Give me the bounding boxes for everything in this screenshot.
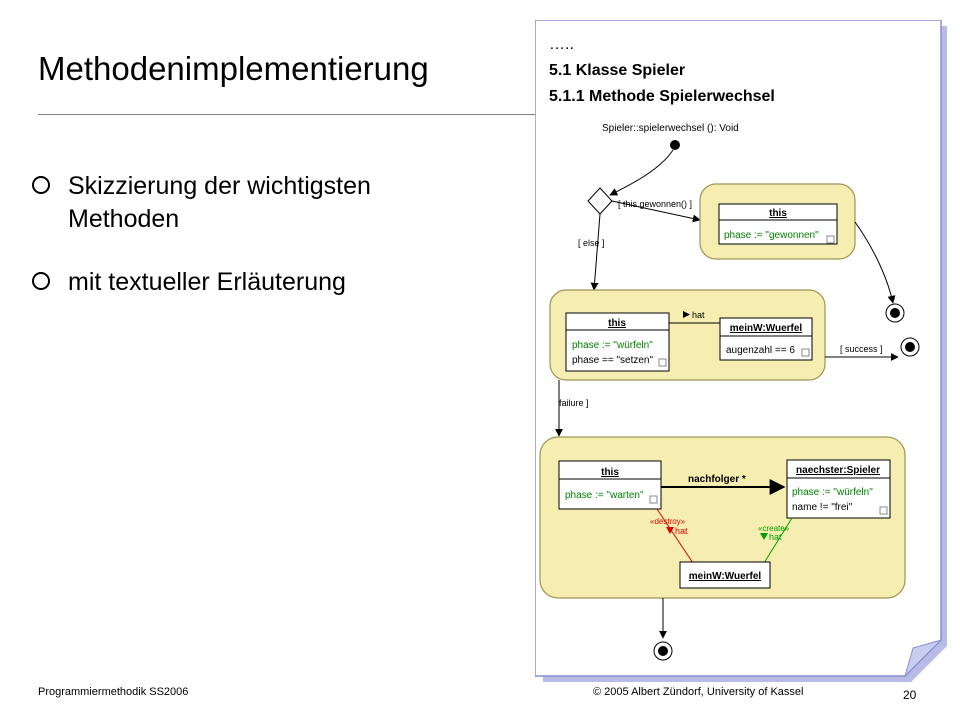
title-divider <box>38 114 538 115</box>
destroy-link-label: hat <box>675 526 688 536</box>
link-nachfolger-label: nachfolger * <box>688 474 746 485</box>
destroy-stereotype: «destroy» <box>650 517 686 526</box>
obj-this-roll-name: this <box>608 318 626 329</box>
guard-failure: failure ] <box>559 398 589 408</box>
obj-wuerfel-roll-attr: augenzahl == 6 <box>726 345 795 356</box>
obj-wuerfel-handover-name: meinW:Wuerfel <box>689 571 762 582</box>
page-number: 20 <box>903 688 917 702</box>
start-edge <box>609 149 674 196</box>
bullet-text-1: Skizzierung der wichtigsten Methoden <box>68 172 371 233</box>
guard-success: [ success ] <box>840 344 883 354</box>
method-signature: Spieler::spielerwechsel (): Void <box>602 123 739 134</box>
obj-wuerfel-roll <box>719 317 813 361</box>
obj-next-player-attr2: name != "frei" <box>792 502 853 513</box>
edge-else <box>590 213 601 291</box>
slide-title: Methodenimplementierung <box>38 50 429 87</box>
obj-wuerfel-handover <box>679 561 771 589</box>
create-stereotype: «create» <box>758 524 790 533</box>
obj-this-roll-attr1: phase := "würfeln" <box>572 340 653 351</box>
link-hat-roll-label: hat <box>692 310 705 320</box>
obj-this-handover <box>558 460 662 510</box>
footer-copyright: © 2005 Albert Zündorf, University of Kas… <box>593 686 804 698</box>
obj-this-won-name: this <box>769 208 787 219</box>
obj-wuerfel-roll-name: meinW:Wuerfel <box>730 323 803 334</box>
note-section: 5.1 Klasse Spieler <box>549 62 686 79</box>
bullet-text-2: mit textueller Erläuterung <box>68 268 346 296</box>
obj-next-player-name: naechster:Spieler <box>796 465 880 476</box>
note-ellipsis: ….. <box>549 36 574 53</box>
note-subsection: 5.1.1 Methode Spielerwechsel <box>549 88 775 105</box>
collapse-icon <box>801 348 810 357</box>
destroy-arrow-icon <box>666 527 674 534</box>
link-create <box>763 517 793 564</box>
link-destroy <box>656 508 694 564</box>
link-direction-icon <box>683 311 690 318</box>
start-node <box>670 140 680 150</box>
bullet-circle-icon <box>32 176 50 194</box>
obj-this-handover-attr: phase := "warten" <box>565 490 644 501</box>
guard-else: [ else ] <box>578 238 605 248</box>
obj-next-player <box>786 459 891 519</box>
obj-this-roll <box>565 312 670 372</box>
bullet-circle-icon <box>32 272 50 290</box>
obj-next-player-attr1: phase := "würfeln" <box>792 487 873 498</box>
guard-won: [ this.gewonnen() ] <box>618 199 692 209</box>
footer-course: Programmiermethodik SS2006 <box>38 686 189 698</box>
collapse-icon <box>879 506 888 515</box>
obj-this-won <box>718 203 838 245</box>
create-arrow-icon <box>760 533 768 540</box>
decision-diamond <box>587 187 613 215</box>
bullet-item-1: Skizzierung der wichtigsten Methoden <box>32 170 468 236</box>
obj-this-roll-attr2: phase == "setzen" <box>572 355 653 366</box>
note-dogear <box>903 638 943 678</box>
collapse-icon <box>826 235 835 244</box>
edge-to-end1 <box>854 221 896 304</box>
create-link-label: hat <box>769 532 782 542</box>
collapse-icon <box>658 358 667 367</box>
collapse-icon <box>649 495 658 504</box>
edge-won <box>611 200 701 223</box>
obj-this-handover-name: this <box>601 467 619 478</box>
bullet-item-2: mit textueller Erläuterung <box>32 266 346 299</box>
obj-this-won-attr: phase := "gewonnen" <box>724 230 819 241</box>
